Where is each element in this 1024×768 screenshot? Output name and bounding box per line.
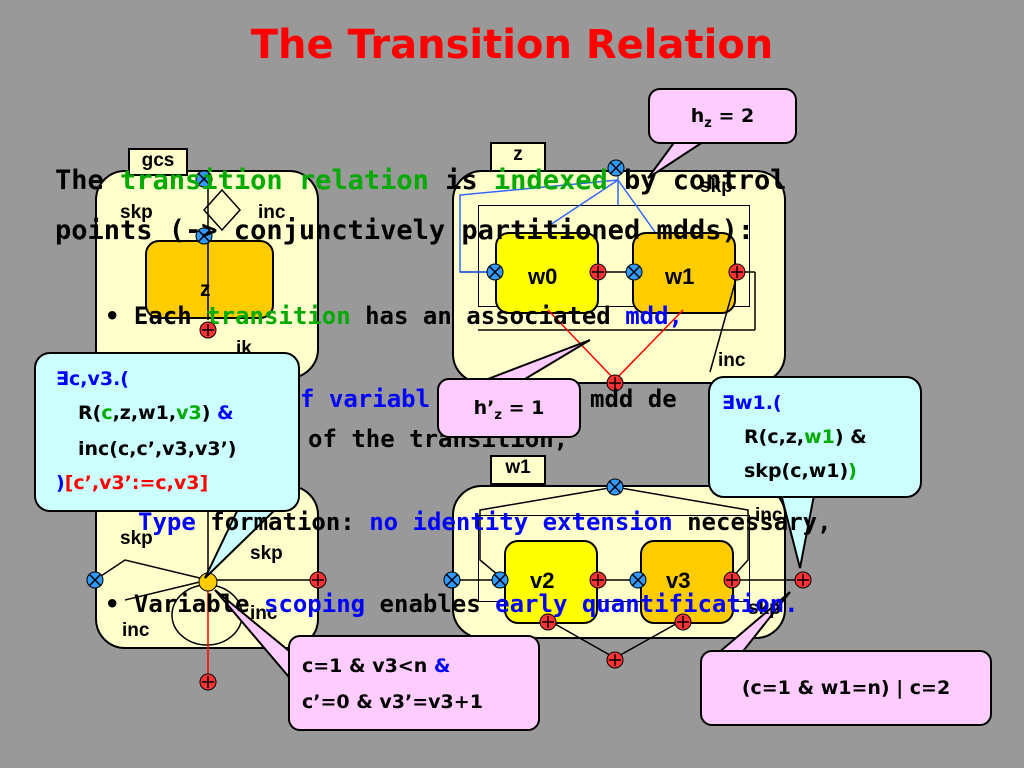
- left-z-label: z: [200, 278, 211, 301]
- w0-node: [495, 232, 599, 314]
- left-bottom-box: [95, 485, 319, 649]
- right-quantification-callout: ∃w1.( R(c,z,w1) & skp(c,w1)): [708, 376, 922, 498]
- left-quantification-callout: ∃c,v3.( R(c,z,w1,v3) & inc(c,c’,v3,v3’) …: [34, 352, 300, 512]
- center-skp-label: skp: [700, 176, 733, 197]
- center-bottom-inner-frame: [478, 515, 750, 602]
- w0-label: w0: [528, 264, 558, 289]
- w1-node: [632, 232, 736, 314]
- center-inc-label: inc: [718, 350, 746, 371]
- v2-node: [504, 540, 598, 624]
- center-bottom-tag: w1: [490, 455, 546, 485]
- w1-label: w1: [665, 264, 695, 289]
- hpz-callout: h’z = 1: [437, 378, 581, 438]
- lb-inc2-label: inc: [250, 603, 278, 624]
- lb-skp2-label: skp: [250, 543, 283, 564]
- v3-label: v3: [666, 568, 691, 593]
- left-inc-label: inc: [258, 202, 286, 223]
- page-title: The Transition Relation: [250, 22, 774, 68]
- bullet-2b: mdd de: [590, 385, 677, 413]
- cb-skp-label: skp: [748, 598, 781, 619]
- center-top-inner-frame: [478, 205, 750, 307]
- condition-callout-1: c=1 & v3<n & c’=0 & v3’=v3+1: [288, 635, 540, 731]
- hz-callout: hz = 2: [648, 88, 797, 144]
- intro-line-2: points (-> conjunctively partitioned mdd…: [55, 215, 754, 246]
- condition-callout-2: (c=1 & w1=n) | c=2: [700, 650, 992, 726]
- bullet-4: Type formation: no identity extension ne…: [138, 508, 832, 536]
- lb-skp-label: skp: [120, 528, 153, 549]
- center-top-tag: z: [490, 142, 546, 172]
- bullet-2a: f variabl: [300, 385, 431, 413]
- left-skp-label: skp: [120, 202, 153, 223]
- bullet-1: • Each transition has an associated mdd,: [105, 302, 683, 330]
- bullet-5: • Variable scoping enables early quantif…: [105, 590, 799, 618]
- lb-inc-label: inc: [122, 620, 150, 641]
- v2-label: v2: [530, 568, 555, 593]
- intro-line-1: The transition relation is indexed by co…: [55, 165, 787, 196]
- left-top-tag: gcs: [128, 148, 188, 176]
- cb-inc-label: inc: [755, 505, 783, 526]
